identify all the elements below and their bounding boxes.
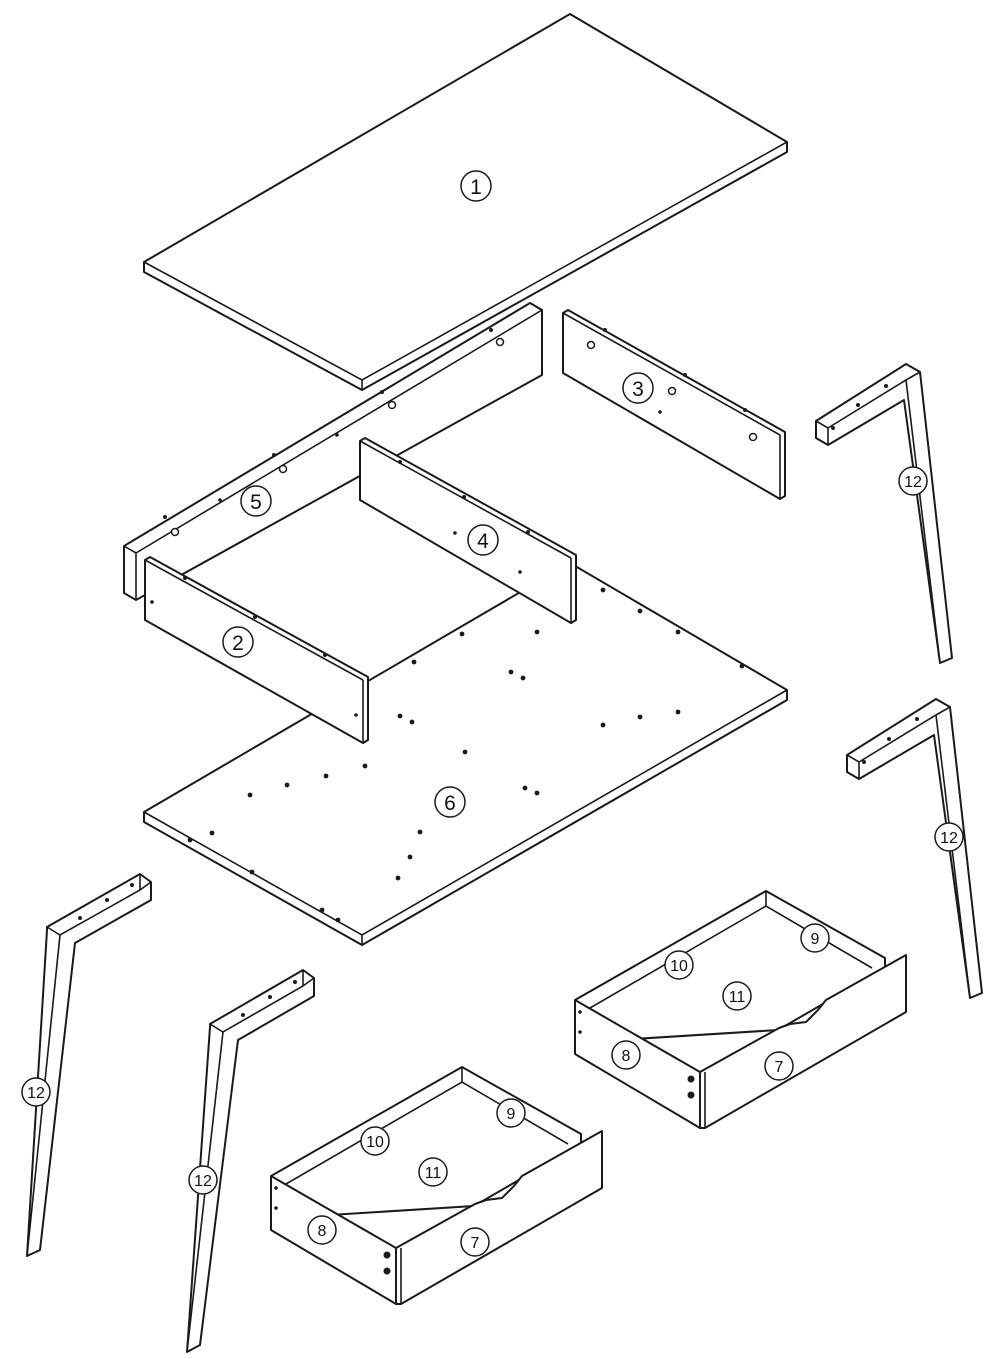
label-6: 6: [434, 786, 466, 818]
part-12-leg-left-outer: [26, 873, 152, 1257]
svg-text:6: 6: [444, 792, 456, 815]
label-11-right-drawer: 11: [722, 981, 752, 1011]
svg-text:4: 4: [477, 530, 489, 553]
svg-text:9: 9: [507, 1106, 516, 1123]
svg-text:11: 11: [425, 1165, 442, 1182]
label-11-left-drawer: 11: [418, 1157, 448, 1187]
svg-text:2: 2: [232, 632, 244, 655]
label-12-left-inner: 12: [188, 1165, 218, 1195]
part-12-leg-left-inner: [186, 969, 315, 1353]
label-12-right-lower: 12: [934, 822, 964, 852]
label-12-left-outer: 12: [21, 1077, 51, 1107]
part-12-leg-right-upper: [815, 363, 953, 664]
label-7-right-drawer: 7: [764, 1051, 794, 1081]
svg-text:7: 7: [775, 1059, 784, 1076]
label-10-right-drawer: 10: [664, 950, 694, 980]
svg-text:10: 10: [670, 958, 688, 975]
part-3-right-side-panel: [562, 309, 786, 500]
label-5: 5: [240, 485, 272, 517]
svg-text:12: 12: [940, 830, 958, 847]
label-8-right-drawer: 8: [611, 1040, 641, 1070]
part-5-back-panel: [123, 302, 543, 601]
svg-text:9: 9: [811, 931, 820, 948]
svg-text:12: 12: [904, 474, 922, 491]
label-4: 4: [467, 524, 499, 556]
part-2-front-rail: [144, 556, 369, 744]
svg-text:12: 12: [194, 1173, 212, 1190]
label-3: 3: [622, 372, 654, 404]
part-1-top-panel: [143, 13, 788, 391]
bottom-panel-holes: [187, 587, 745, 923]
label-9-right-drawer: 9: [800, 923, 830, 953]
part-4-middle-divider: [359, 437, 577, 624]
svg-text:11: 11: [729, 989, 746, 1006]
label-8-left-drawer: 8: [307, 1215, 337, 1245]
svg-text:10: 10: [366, 1134, 384, 1151]
svg-text:7: 7: [471, 1235, 480, 1252]
svg-text:3: 3: [632, 378, 644, 401]
label-10-left-drawer: 10: [360, 1126, 390, 1156]
svg-text:8: 8: [318, 1223, 327, 1240]
label-12-right-upper: 12: [898, 466, 928, 496]
label-1: 1: [460, 170, 492, 202]
svg-text:5: 5: [250, 491, 262, 514]
label-9-left-drawer: 9: [496, 1098, 526, 1128]
svg-text:12: 12: [27, 1085, 45, 1102]
part-12-leg-right-lower: [846, 698, 983, 999]
svg-text:1: 1: [470, 176, 482, 199]
label-2: 2: [222, 626, 254, 658]
svg-text:8: 8: [622, 1048, 631, 1065]
label-7-left-drawer: 7: [460, 1227, 490, 1257]
